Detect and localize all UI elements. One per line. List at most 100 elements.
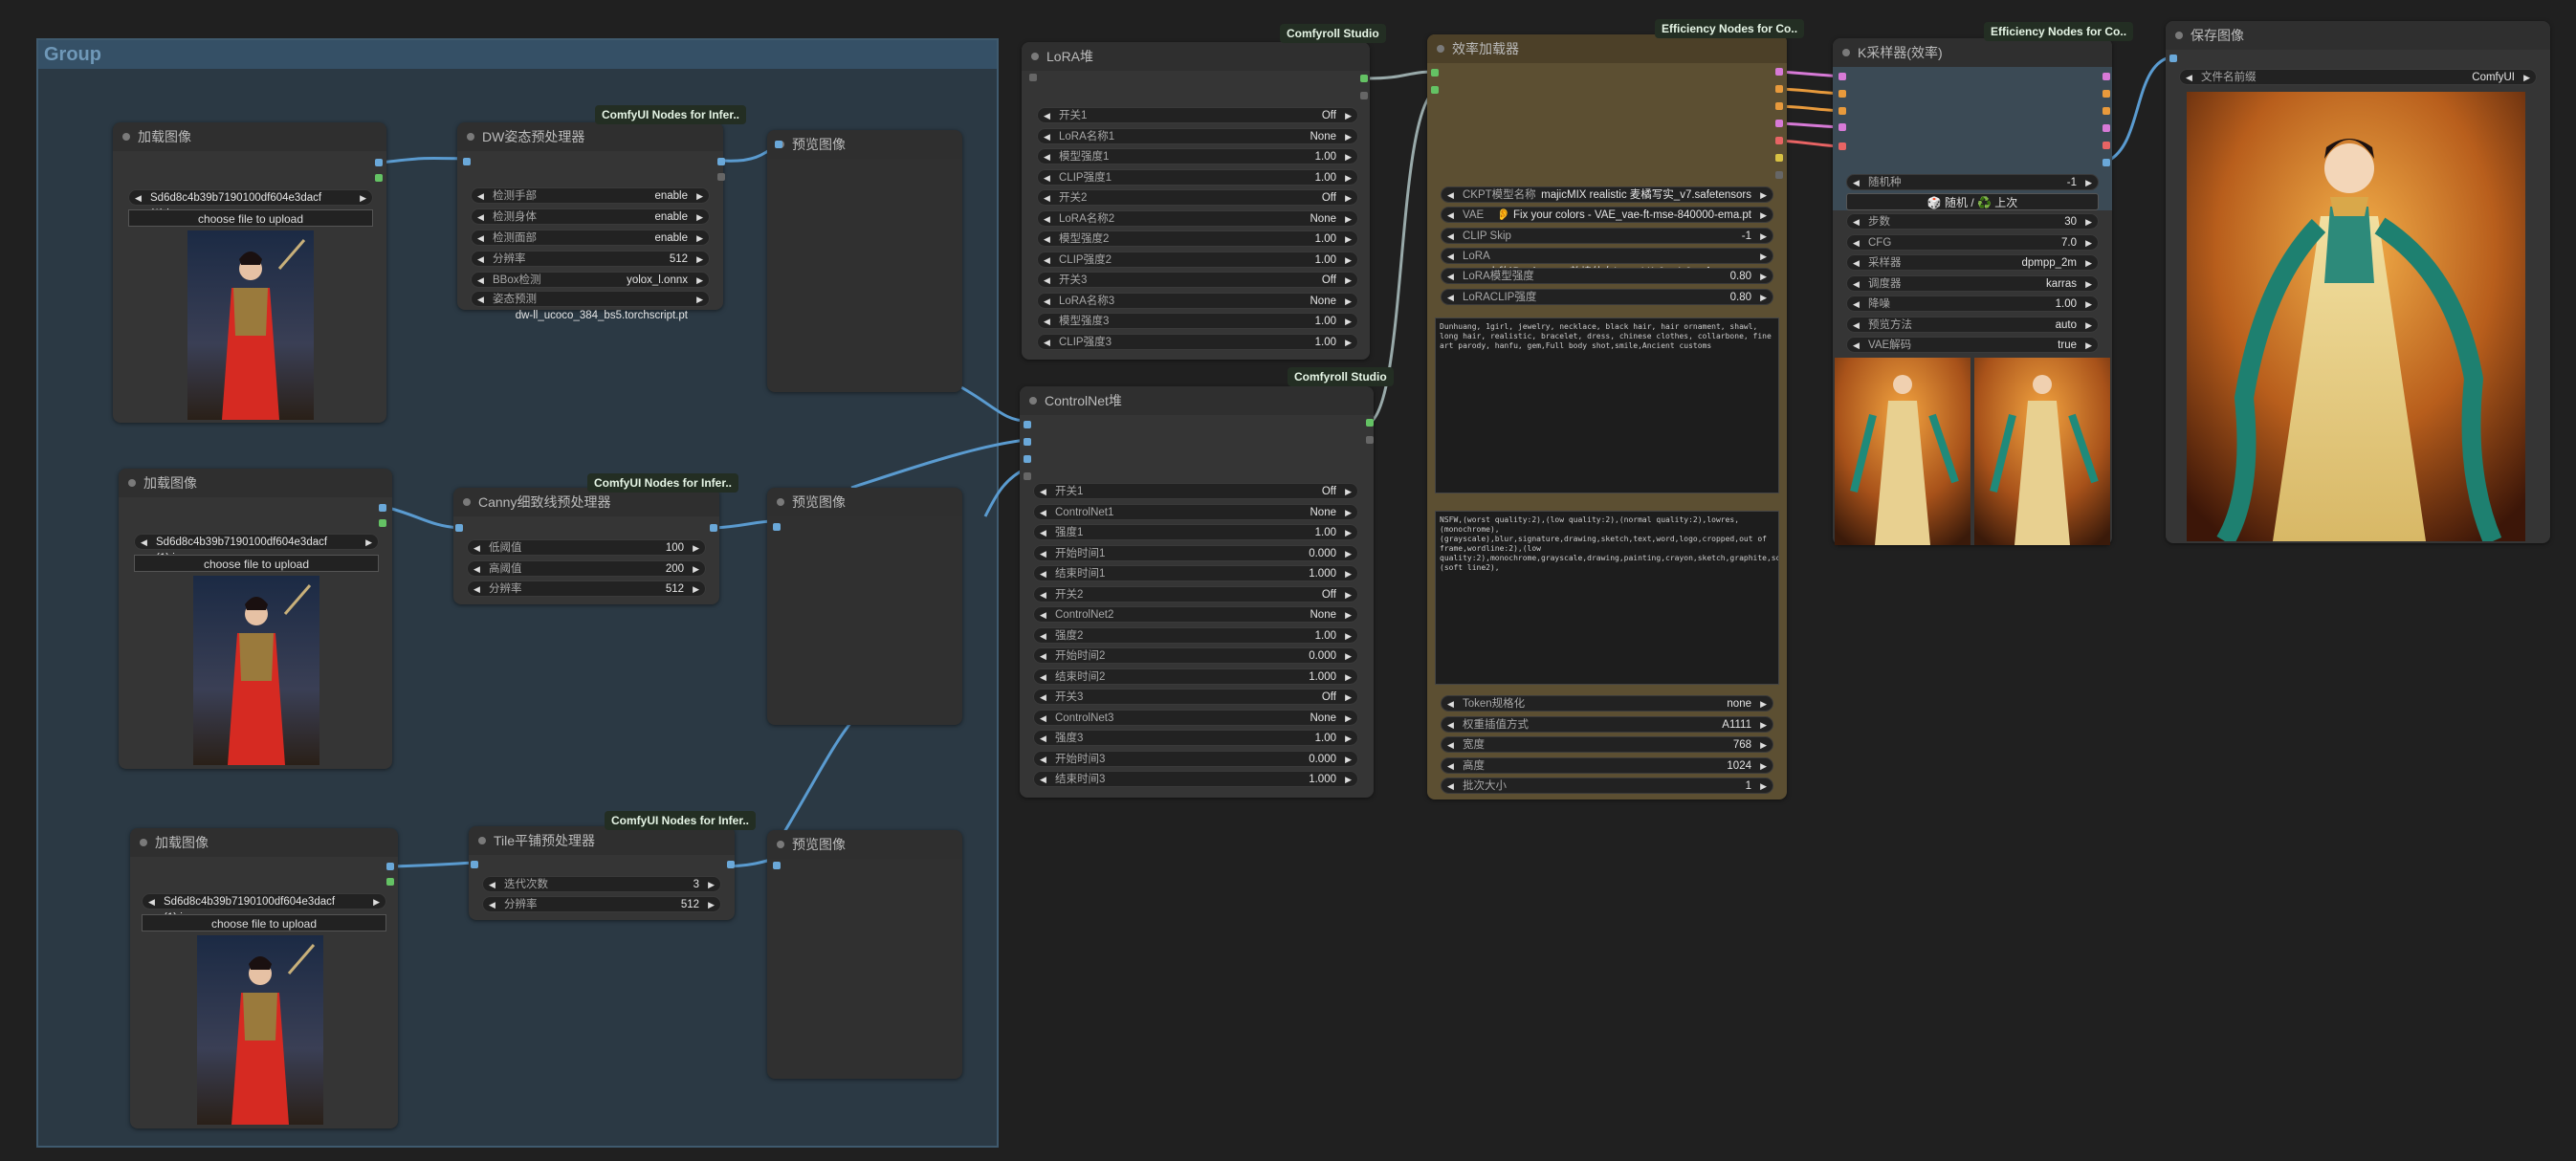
input-cnet-stack-dot[interactable] [1431,86,1439,94]
output-mask-dot[interactable] [379,519,386,527]
node-title[interactable]: 保存图像 [2166,21,2550,50]
output-dependencies-dot[interactable] [1775,171,1783,179]
input-lora-stack-dot[interactable] [1431,69,1439,77]
load-image-node-1[interactable]: 加载图像 Sd6d8c4b39b7190100df604e3dacf (1).j… [113,122,386,423]
positive-prompt-textarea[interactable]: Dunhuang, 1girl, jewelry, necklace, blac… [1435,318,1779,493]
output-image-dot[interactable] [379,504,386,512]
group-title[interactable]: Group [38,40,997,69]
node-title[interactable]: 预览图像 [767,830,962,859]
upload-button[interactable]: choose file to upload [142,914,386,931]
input-image-dot[interactable] [773,523,781,531]
output-model-dot[interactable] [1775,68,1783,76]
node-title[interactable]: 预览图像 [767,488,962,516]
upload-button[interactable]: choose file to upload [134,555,379,572]
load-image-node-2[interactable]: 加载图像 Sd6d8c4b39b7190100df604e3dacf (1).j… [119,469,392,769]
node-title[interactable]: Tile平铺预处理器 [469,826,735,855]
efficient-loader-node[interactable]: 效率加载器 Dunhuang, 1girl, jewelry, necklace… [1427,34,1787,800]
output-conditioning-neg-dot[interactable] [1775,102,1783,110]
negative-prompt-textarea[interactable]: NSFW,(worst quality:2),(low quality:2),(… [1435,511,1779,685]
input-vae-dot[interactable] [1838,142,1846,150]
input-latent-dot[interactable] [1838,123,1846,131]
output-image-dot[interactable] [717,158,725,165]
input-negative-dot[interactable] [1838,107,1846,115]
image-select[interactable]: Sd6d8c4b39b7190100df604e3dacf (1).jpg [134,534,379,564]
loader-widget-3[interactable]: CLIP Skip-1 [1441,227,1773,245]
image-select[interactable]: Sd6d8c4b39b7190100df604e3dacf (1).jpg [142,893,386,924]
input-lora-stack-dot[interactable] [1029,74,1037,81]
input-image-dot[interactable] [773,862,781,869]
node-title[interactable]: 加载图像 [119,469,392,497]
output-vae-dot[interactable] [2103,142,2110,149]
output-negative-dot[interactable] [2103,107,2110,115]
node-title[interactable]: ControlNet堆 [1020,386,1374,415]
node-title[interactable]: LoRA堆 [1022,42,1370,71]
output-image-dot[interactable] [386,863,394,870]
output-latent-dot[interactable] [2103,124,2110,132]
input-model-dot[interactable] [1838,73,1846,80]
load-image-node-3[interactable]: 加载图像 Sd6d8c4b39b7190100df604e3dacf (1).j… [130,828,398,1128]
upload-button[interactable]: choose file to upload [128,209,373,227]
node-title[interactable]: Canny细致线预处理器 [453,488,719,516]
output-latent-dot[interactable] [1775,120,1783,127]
widget-seed[interactable]: 随机种-1 [1846,174,2099,191]
input-image-dot[interactable] [463,158,471,165]
input-controlnet-stack-dot[interactable] [1024,472,1031,480]
output-show-help-dot[interactable] [1366,436,1374,444]
output-mask-dot[interactable] [386,878,394,886]
preview-image-node-2[interactable]: 预览图像 [767,488,962,725]
input-image-dot[interactable] [775,141,782,148]
preview-image-node-1[interactable]: 预览图像 [767,130,962,392]
output-image-dot[interactable] [375,159,383,166]
input-image3-dot[interactable] [1024,455,1031,463]
ksampler-efficient-node[interactable]: K采样器(效率) 随机种-1 🎲 随机 / ♻️ 上次 [1833,38,2112,545]
output-model-dot[interactable] [2103,73,2110,80]
output-positive-dot[interactable] [2103,90,2110,98]
seed-randomize-button[interactable]: 🎲 随机 / ♻️ 上次 [1846,193,2099,210]
output-lora-stack-dot[interactable] [1360,75,1368,82]
input-image2-dot[interactable] [1024,438,1031,446]
input-images-dot[interactable] [2169,55,2177,62]
loader-widget-4[interactable]: LoRA人物\Dunhuang_敦煌仙女Lora_V1.0_v1.0.safet… [1441,247,1773,278]
